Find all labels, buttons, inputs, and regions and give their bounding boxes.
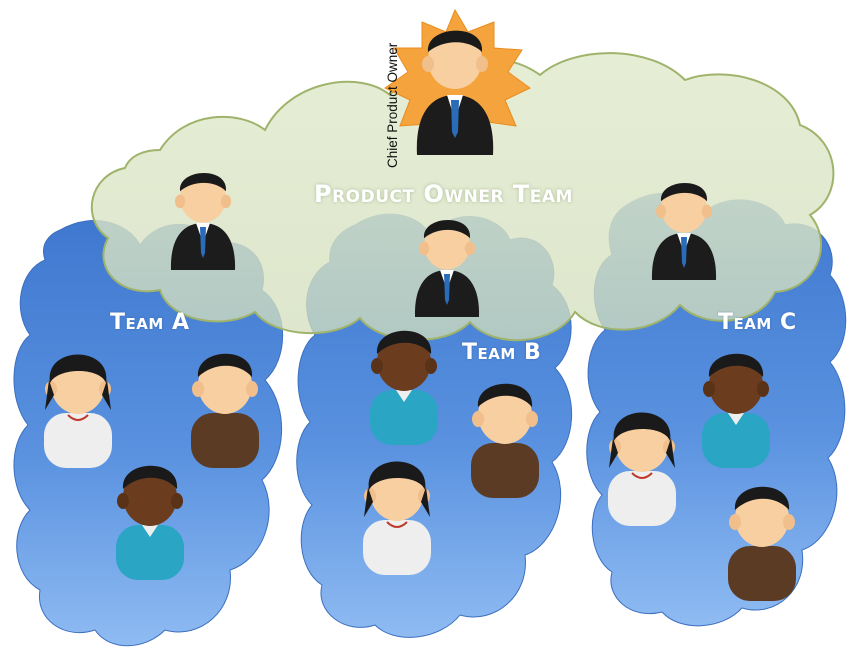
po-member-3-icon — [651, 183, 717, 280]
team-c-label: Team C — [718, 310, 797, 335]
team-a-label: Team A — [110, 310, 190, 335]
team-a-member-1-icon — [44, 354, 112, 468]
team-b-member-1-icon — [370, 330, 438, 445]
team-a-member-2-icon — [191, 353, 259, 468]
team-b-label: Team B — [462, 340, 542, 365]
team-b-member-2-icon — [471, 383, 539, 498]
team-c-member-3-icon — [728, 486, 796, 601]
team-b-member-3-icon — [363, 461, 431, 575]
chief-product-owner-label: Chief Product Owner — [385, 42, 400, 168]
team-c-member-2-icon — [608, 412, 676, 526]
chief-product-owner-icon — [416, 30, 494, 155]
product-owner-team-label: Product Owner Team — [314, 180, 573, 208]
po-member-2-icon — [414, 220, 480, 317]
team-c-member-1-icon — [702, 353, 770, 468]
po-member-1-icon — [170, 173, 236, 270]
team-a-member-3-icon — [116, 465, 184, 580]
